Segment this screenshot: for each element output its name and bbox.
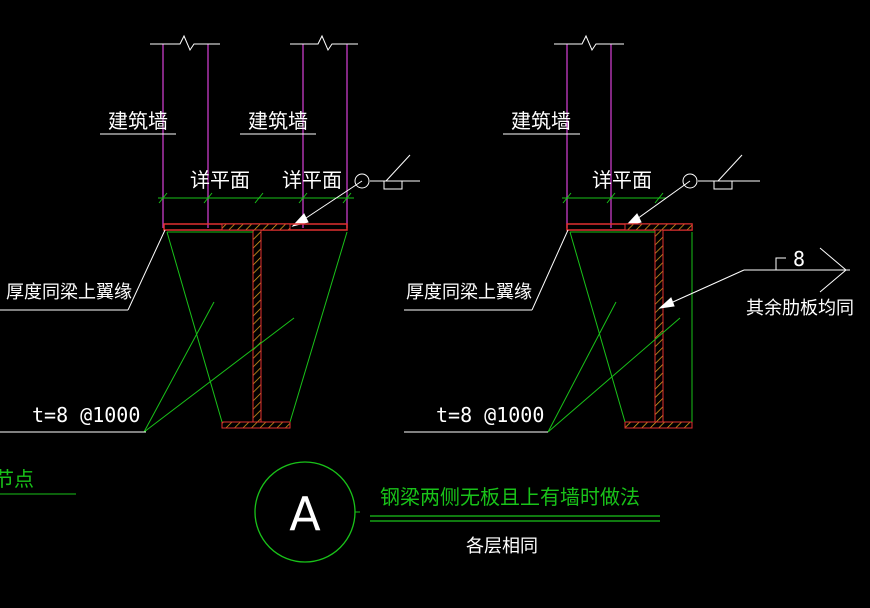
right-break-line — [554, 34, 624, 52]
left-bottom-flange — [221, 421, 291, 429]
partial-node-label: 节点 — [0, 467, 34, 491]
detail-subtitle: 各层相同 — [466, 536, 538, 557]
left-wall-lines — [162, 44, 348, 228]
left-dim-label-2: 详平面 — [282, 168, 342, 192]
plate-mark-number: 8 — [793, 247, 805, 271]
right-stiffener-lines — [547, 231, 693, 433]
right-stiffener-spec: t=8 @1000 — [436, 403, 544, 427]
left-detail: 建筑墙 建筑墙 详平面 详平面 — [0, 34, 420, 433]
left-stiffener-spec: t=8 @1000 — [32, 403, 140, 427]
right-thickness-leader — [404, 229, 569, 311]
right-dimension-line — [562, 192, 666, 204]
right-detail: 建筑墙 详平面 — [404, 34, 854, 433]
detail-letter: A — [289, 487, 321, 541]
right-dim-label: 详平面 — [592, 168, 652, 192]
left-stiffener-lines — [143, 231, 348, 433]
right-stiffener-note: 其余肋板均同 — [746, 298, 854, 319]
left-top-flange — [221, 223, 291, 231]
left-thickness-leader — [0, 229, 166, 311]
left-beam-web — [252, 229, 262, 423]
right-wall-label: 建筑墙 — [511, 109, 571, 133]
plate-section-mark — [658, 247, 850, 309]
right-wall-lines — [566, 44, 612, 228]
left-weld-symbol — [291, 154, 420, 227]
left-break-lines — [150, 34, 358, 52]
left-wall-label-1: 建筑墙 — [108, 109, 168, 133]
right-bottom-flange — [624, 421, 693, 429]
left-thickness-note: 厚度同梁上翼缘 — [6, 282, 132, 303]
right-beam-web — [654, 229, 664, 423]
left-dim-label-1: 详平面 — [190, 168, 250, 192]
right-top-flange — [624, 223, 693, 231]
title-block: A 钢梁两侧无板且上有墙时做法 各层相同 节点 — [0, 461, 660, 563]
detail-title: 钢梁两侧无板且上有墙时做法 — [380, 485, 640, 509]
left-wall-label-2: 建筑墙 — [248, 109, 308, 133]
right-thickness-note: 厚度同梁上翼缘 — [406, 282, 532, 303]
left-dimension-line — [158, 192, 354, 204]
